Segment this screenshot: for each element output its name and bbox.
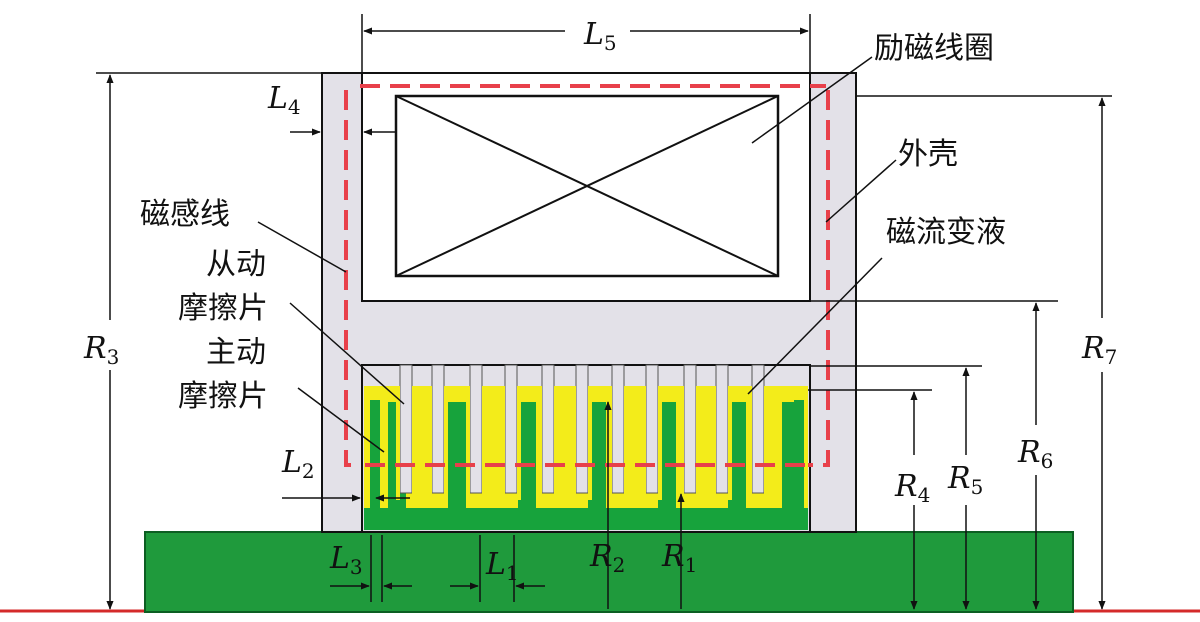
fluid-film — [428, 386, 432, 500]
fluid-film — [572, 386, 576, 500]
magnetic-flux-line — [344, 84, 830, 467]
l3-label: L3 — [329, 541, 363, 579]
fluid-film — [501, 386, 505, 500]
r7-label: R7 — [1081, 331, 1117, 369]
fluid-film — [482, 386, 486, 500]
driven-plate — [611, 364, 625, 494]
driving-plate — [658, 402, 676, 512]
shell-leader — [825, 159, 897, 223]
driving-plate — [728, 402, 746, 512]
friction-plates — [364, 364, 808, 530]
r1-label: R1 — [661, 539, 697, 577]
driven-plate — [645, 364, 659, 494]
driven-plate-label-1: 从动 — [206, 247, 266, 282]
fluid-film — [764, 386, 768, 500]
fluid-film — [517, 386, 521, 500]
fluid-leader — [747, 257, 883, 395]
fluid-film — [588, 386, 592, 500]
fluid-film — [712, 386, 716, 500]
fluid-film — [696, 386, 700, 500]
r4-label: R4 — [894, 469, 930, 507]
driven-plate — [683, 364, 697, 494]
shaft-base — [144, 531, 1074, 613]
driving-plate-edge-left — [370, 400, 380, 512]
l5-label: L5 — [583, 17, 617, 55]
fluid-film — [658, 386, 662, 500]
fluid-film — [728, 386, 732, 500]
mr-fluid-label: 磁流变液 — [886, 215, 1006, 250]
driving-plate-edge-right — [794, 400, 804, 512]
r6-label: R6 — [1017, 435, 1053, 473]
l4-label: L4 — [267, 81, 301, 119]
fluid-film — [538, 386, 542, 500]
fluid-film — [624, 386, 628, 500]
fluid-film — [412, 386, 416, 500]
fluid-film — [396, 386, 400, 500]
fluid-film — [642, 386, 646, 500]
fluid-film — [444, 386, 448, 500]
l1-label: L1 — [485, 547, 519, 585]
driven-plate — [715, 364, 729, 494]
driven-plate — [575, 364, 589, 494]
flux-leader — [257, 221, 347, 273]
driving-plate — [518, 402, 536, 512]
driving-plate-label-2: 摩擦片 — [178, 379, 268, 414]
l2-label: L2 — [281, 445, 315, 483]
driven-plate-label-2: 摩擦片 — [178, 291, 268, 326]
driving-leader — [297, 387, 385, 453]
fluid-film — [608, 386, 612, 500]
driving-plate — [588, 402, 606, 512]
driven-plate — [399, 364, 413, 494]
driven-leader — [289, 302, 405, 405]
driving-plate — [448, 402, 466, 512]
driven-plate — [469, 364, 483, 494]
r3-label: R3 — [83, 331, 119, 369]
driving-hub — [364, 508, 808, 530]
fluid-film — [680, 386, 684, 500]
shell-label: 外壳 — [898, 137, 958, 172]
driven-plate — [431, 364, 445, 494]
fluid-film — [748, 386, 752, 500]
r5-label: R5 — [947, 461, 983, 499]
driven-plate — [504, 364, 518, 494]
fluid-film — [466, 386, 470, 500]
driven-plate — [541, 364, 555, 494]
coil-cross-b — [395, 95, 779, 277]
r2-label: R2 — [589, 539, 625, 577]
driving-plate-label-1: 主动 — [206, 335, 266, 370]
coil-leader — [751, 56, 873, 144]
flux-line-label: 磁感线 — [140, 197, 230, 232]
coil-label: 励磁线圈 — [874, 31, 994, 66]
fluid-film — [554, 386, 558, 500]
